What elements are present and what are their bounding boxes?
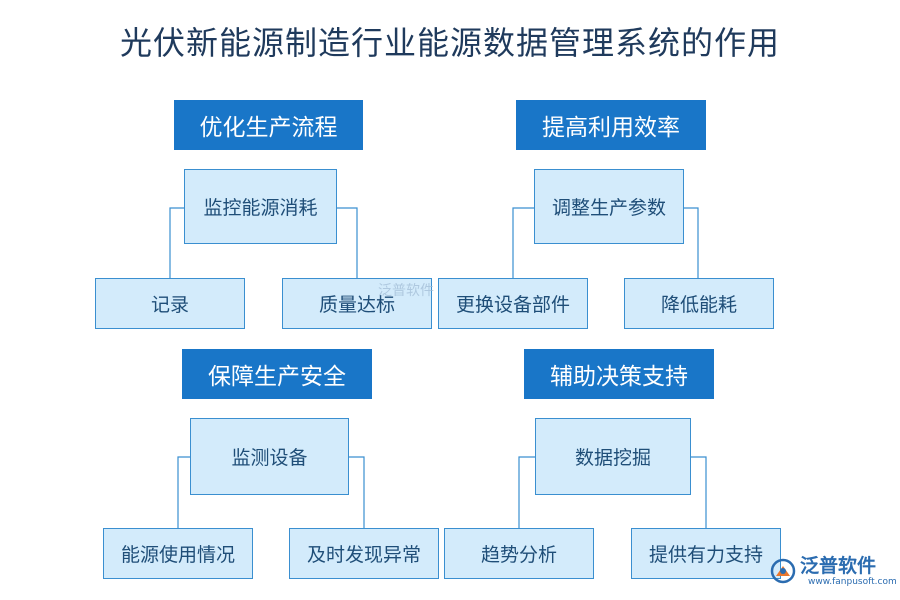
connector-right xyxy=(337,207,358,278)
connector-left xyxy=(518,456,535,528)
group-heading: 优化生产流程 xyxy=(174,100,363,150)
fanpu-logo-icon xyxy=(770,558,796,584)
page-title: 光伏新能源制造行业能源数据管理系统的作用 xyxy=(119,24,780,62)
right-node: 质量达标 xyxy=(282,278,432,329)
connector-right xyxy=(684,207,699,278)
left-node: 更换设备部件 xyxy=(438,278,588,329)
connector-left xyxy=(177,456,190,528)
right-node: 降低能耗 xyxy=(624,278,774,329)
group-heading: 保障生产安全 xyxy=(182,349,372,399)
group-heading: 辅助决策支持 xyxy=(524,349,714,399)
right-node: 及时发现异常 xyxy=(289,528,439,579)
center-node: 数据挖掘 xyxy=(535,418,691,495)
connector-right xyxy=(691,456,707,528)
center-node: 监控能源消耗 xyxy=(184,169,337,244)
left-node: 记录 xyxy=(95,278,245,329)
logo-url: www.fanpusoft.com xyxy=(808,577,897,587)
brand-logo: 泛普软件 www.fanpusoft.com xyxy=(770,555,897,587)
left-node: 能源使用情况 xyxy=(103,528,253,579)
connector-left xyxy=(512,207,534,278)
watermark: 泛普软件 xyxy=(378,283,434,299)
connector-right xyxy=(349,456,365,528)
logo-name: 泛普软件 xyxy=(800,555,877,577)
group-heading: 提高利用效率 xyxy=(516,100,706,150)
connector-left xyxy=(169,207,184,278)
left-node: 趋势分析 xyxy=(444,528,594,579)
center-node: 监测设备 xyxy=(190,418,349,495)
right-node: 提供有力支持 xyxy=(631,528,781,579)
center-node: 调整生产参数 xyxy=(534,169,684,244)
